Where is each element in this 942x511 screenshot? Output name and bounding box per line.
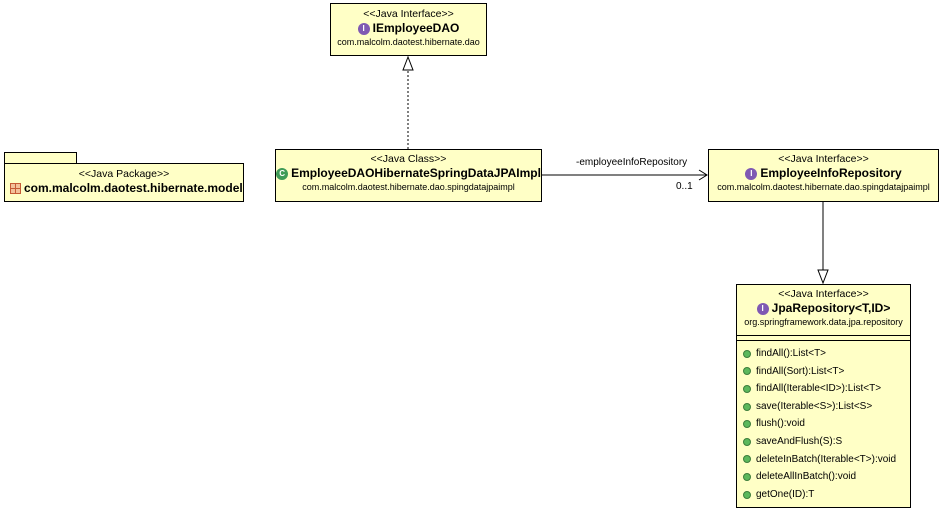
stereotype-label: <<Java Interface>>	[778, 153, 869, 165]
association-arrowhead	[698, 169, 708, 181]
class-name: EmployeeDAOHibernateSpringDataJPAImpl	[291, 166, 541, 180]
association-role-label: -employeeInfoRepository	[576, 157, 688, 168]
package-title: com.malcolm.daotest.hibernate.model	[24, 181, 243, 195]
generalization-arrowhead	[817, 269, 829, 285]
public-method-icon	[743, 437, 751, 446]
method-signature: findAll():List<T>	[756, 348, 827, 359]
public-method-icon	[743, 402, 751, 411]
method-item[interactable]: findAll():List<T>	[743, 345, 910, 363]
method-signature: getOne(ID):T	[756, 488, 815, 500]
method-signature: saveAndFlush(S):S	[756, 435, 843, 447]
model-package-box[interactable]: <<Java Package>> com.malcolm.daotest.hib…	[4, 163, 244, 202]
stereotype-label: <<Java Class>>	[370, 153, 447, 165]
stereotype-label: <<Java Package>>	[78, 168, 170, 180]
method-item[interactable]: flush():void	[743, 415, 910, 433]
method-signature: deleteAllInBatch():void	[756, 471, 857, 483]
methods-divider	[737, 340, 910, 341]
package-name: com.malcolm.daotest.hibernate.dao.spingd…	[717, 182, 930, 192]
method-item[interactable]: deleteAllInBatch():void	[743, 468, 910, 486]
package-name: org.springframework.data.jpa.repository	[744, 317, 903, 327]
method-item[interactable]: deleteInBatch(Iterable<T>):void	[743, 451, 910, 469]
public-method-icon	[743, 420, 751, 429]
class-icon: C	[276, 167, 289, 180]
attributes-divider	[737, 335, 910, 336]
association-multiplicity-label: 0..1	[676, 181, 693, 192]
package-name: com.malcolm.daotest.hibernate.dao.spingd…	[302, 182, 515, 192]
package-icon	[10, 183, 21, 194]
method-list: findAll():List<T> findAll(Sort):List<T> …	[737, 341, 910, 503]
method-signature: flush():void	[756, 418, 805, 430]
iemployee-dao-box[interactable]: <<Java Interface>> I IEmployeeDAO com.ma…	[330, 3, 487, 56]
interface-name: IEmployeeDAO	[372, 21, 460, 35]
jpa-repository-box[interactable]: <<Java Interface>> I JpaRepository<T,ID>…	[736, 284, 911, 508]
public-method-icon	[743, 384, 751, 393]
method-item[interactable]: saveAndFlush(S):S	[743, 433, 910, 451]
method-signature: deleteInBatch(Iterable<T>):void	[756, 453, 897, 465]
method-signature: findAll(Sort):List<T>	[756, 365, 845, 377]
interface-icon: I	[357, 22, 370, 35]
stereotype-label: <<Java Interface>>	[778, 288, 869, 300]
public-method-icon	[743, 367, 751, 376]
impl-class-box[interactable]: <<Java Class>> C EmployeeDAOHibernateSpr…	[275, 149, 542, 202]
public-method-icon	[743, 472, 751, 481]
package-name: com.malcolm.daotest.hibernate.dao	[337, 37, 480, 47]
public-method-icon	[743, 490, 751, 499]
public-method-icon	[743, 349, 751, 358]
method-item[interactable]: save(Iterable<S>):List<S>	[743, 398, 910, 416]
public-method-icon	[743, 455, 751, 464]
stereotype-label: <<Java Interface>>	[363, 8, 454, 20]
realization-arrowhead	[402, 55, 414, 71]
method-item[interactable]: getOne(ID):T	[743, 486, 910, 504]
interface-icon: I	[756, 302, 769, 315]
interface-icon: I	[745, 167, 758, 180]
method-item[interactable]: findAll(Iterable<ID>):List<T>	[743, 380, 910, 398]
interface-name: JpaRepository<T,ID>	[771, 301, 891, 315]
employee-info-repository-box[interactable]: <<Java Interface>> I EmployeeInfoReposit…	[708, 149, 939, 202]
method-signature: save(Iterable<S>):List<S>	[756, 400, 873, 412]
package-tab	[4, 152, 77, 164]
method-signature: findAll(Iterable<ID>):List<T>	[756, 383, 882, 395]
interface-name: EmployeeInfoRepository	[760, 166, 902, 180]
method-item[interactable]: findAll(Sort):List<T>	[743, 363, 910, 381]
